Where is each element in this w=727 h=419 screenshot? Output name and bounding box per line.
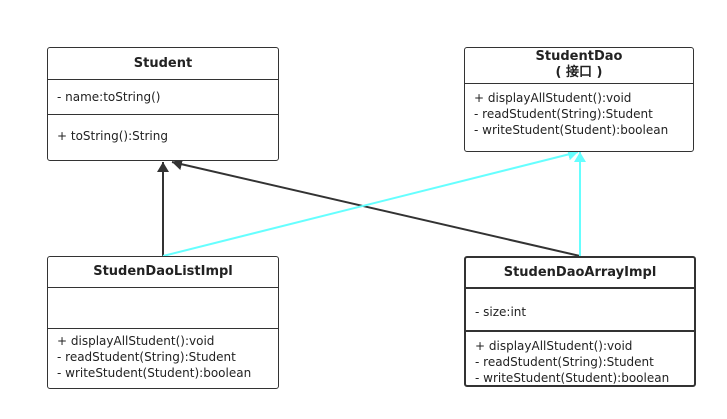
array-impl-method-read: - readStudent(String):Student [475,355,654,369]
student-dao-method-display: + displayAllStudent():void [474,91,632,105]
student-dao-stereotype: ( 接口 ) [555,65,603,80]
student-method-tostring: + toString():String [57,129,168,143]
student-attributes: - name:toString() [48,79,278,114]
student-dao-header: StudentDao ( 接口 ) [465,48,693,83]
array-impl-method-write: - writeStudent(Student):boolean [475,371,670,385]
list-impl-to-dao-realization [162,148,579,257]
list-impl-class-box[interactable]: StudenDaoListImpl + displayAllStudent():… [47,256,279,389]
array-impl-attribute-size: - size:int [475,305,527,319]
student-dao-method-read: - readStudent(String):Student [474,107,653,121]
student-class-box[interactable]: Student - name:toString() + toString():S… [47,47,279,161]
array-impl-class-box[interactable]: StudenDaoArrayImpl - size:int + displayA… [464,256,696,387]
list-impl-method-write: - writeStudent(Student):boolean [57,366,252,380]
list-impl-method-read: - readStudent(String):Student [57,350,236,364]
student-dao-interface-box[interactable]: StudentDao ( 接口 ) + displayAllStudent():… [464,47,694,152]
list-impl-attributes [48,287,278,328]
list-impl-methods: + displayAllStudent():void - readStudent… [48,328,278,381]
array-impl-class-name: StudenDaoArrayImpl [503,265,657,280]
student-dao-class-name: StudentDao [535,49,623,64]
array-impl-to-student-generalization [171,158,581,257]
array-impl-attributes: - size:int [466,287,694,330]
student-class-name: Student [133,56,193,71]
student-dao-method-write: - writeStudent(Student):boolean [474,123,669,137]
list-impl-class-name: StudenDaoListImpl [93,264,233,279]
student-dao-methods: + displayAllStudent():void - readStudent… [465,83,693,138]
student-methods: + toString():String [48,114,278,144]
list-impl-method-display: + displayAllStudent():void [57,334,215,348]
array-impl-method-display: + displayAllStudent():void [475,339,633,353]
array-impl-methods: + displayAllStudent():void - readStudent… [466,330,694,386]
student-attribute-name: - name:toString() [57,90,161,104]
